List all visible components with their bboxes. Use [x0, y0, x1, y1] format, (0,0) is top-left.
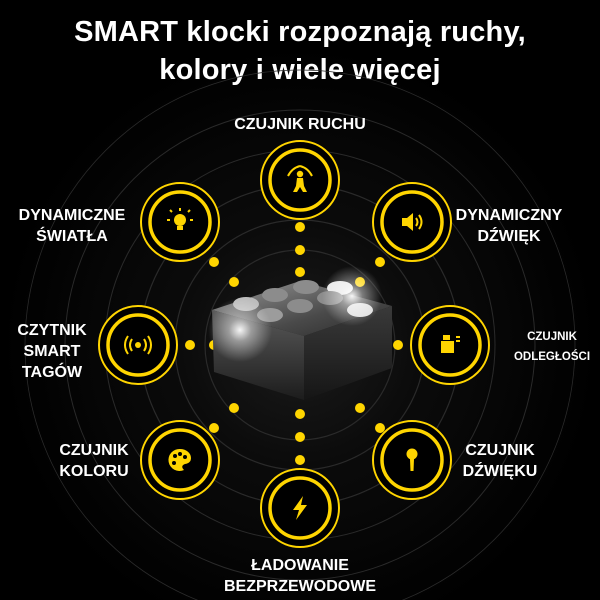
- distance-sensor-icon: [441, 335, 460, 353]
- connector-dot: [185, 340, 195, 350]
- microphone-icon: [406, 448, 418, 471]
- connector-dot: [209, 423, 219, 433]
- sensor-node-charging: [260, 468, 340, 548]
- label-dynamic-lights: DYNAMICZNE ŚWIATŁA: [18, 207, 126, 245]
- label-distance-sensor: CZUJNIK ODLEGŁOŚCI: [513, 331, 591, 363]
- label-color-sensor: CZUJNIK KOLORU: [59, 442, 129, 480]
- sensor-node-color: [140, 420, 220, 500]
- connector-dot: [229, 277, 239, 287]
- connector-dot: [375, 423, 385, 433]
- connector-dot: [295, 432, 305, 442]
- headline-line-1: SMART klocki rozpoznają ruchy,: [74, 16, 526, 48]
- speaker-icon: [402, 213, 423, 231]
- connector-dot: [209, 257, 219, 267]
- connector-dot: [295, 245, 305, 255]
- sensor-node-sound: [372, 420, 452, 500]
- connector-dot: [295, 409, 305, 419]
- sensor-node-tag-reader: [98, 305, 178, 385]
- connector-dot: [295, 222, 305, 232]
- connector-dot: [295, 455, 305, 465]
- palette-icon: [168, 448, 191, 471]
- connector-dot: [295, 267, 305, 277]
- connector-dot: [229, 403, 239, 413]
- label-dynamic-sound: DYNAMICZNY DŹWIĘK: [455, 207, 563, 245]
- sensor-node-dynamic-sound: [372, 182, 452, 262]
- sensor-node-motion: [260, 140, 340, 220]
- lightbulb-icon: [167, 208, 193, 230]
- brick-right-face: [304, 306, 392, 400]
- connector-dot: [355, 403, 365, 413]
- lightning-icon: [293, 496, 307, 520]
- sensor-nodes: [98, 140, 490, 548]
- brick-light-glow-right: [322, 266, 382, 326]
- connector-dot: [393, 340, 403, 350]
- connector-dot: [375, 257, 385, 267]
- label-sound-sensor: CZUJNIK DŹWIĘKU: [462, 442, 538, 480]
- smart-brick: [208, 266, 392, 400]
- label-smart-tag-reader: CZYTNIK SMART TAGÓW: [17, 322, 87, 381]
- sensor-node-dynamic-lights: [140, 182, 220, 262]
- label-wireless-charging: ŁADOWANIE BEZPRZEWODOWE: [224, 557, 376, 595]
- label-motion-sensor: CZUJNIK RUCHU: [234, 116, 366, 133]
- motion-sensor-icon: [287, 165, 313, 192]
- nfc-tag-icon: [124, 335, 152, 355]
- brick-light-glow-left: [208, 298, 272, 362]
- sensor-node-distance: [410, 305, 490, 385]
